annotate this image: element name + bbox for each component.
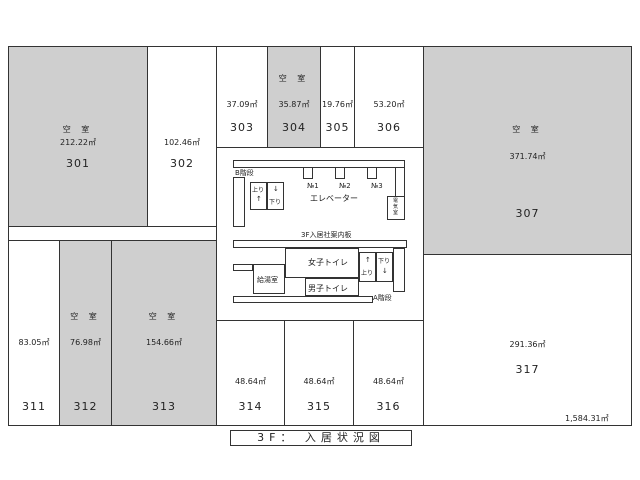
b-stairs-label: B階段: [235, 169, 254, 177]
room-304-status: 空 室: [278, 74, 310, 83]
room-314[interactable]: 48.64㎡ 314: [216, 320, 285, 426]
electrical-room-label: 電気室: [393, 198, 399, 216]
elevator-shaft-1: [303, 167, 313, 179]
room-301[interactable]: 空 室 212.22㎡ 301: [8, 46, 148, 227]
room-302-number: 302: [170, 157, 194, 170]
room-311-number: 311: [22, 400, 46, 413]
kitchenette: 給湯室: [253, 264, 285, 294]
room-302[interactable]: 102.46㎡ 302: [147, 46, 217, 227]
a-stairs-down-text: 下り: [378, 258, 391, 265]
room-304-number: 304: [282, 121, 306, 134]
elevator-shaft-3: [367, 167, 377, 179]
service-block-bottom: [233, 296, 373, 303]
room-306-area: 53.20㎡: [373, 100, 405, 109]
room-316-number: 316: [376, 400, 401, 413]
room-307[interactable]: 空 室 371.74㎡ 307: [423, 46, 632, 255]
room-312[interactable]: 空 室 76.98㎡ 312: [59, 240, 112, 426]
service-block-top: [233, 240, 407, 248]
room-313[interactable]: 空 室 154.66㎡ 313: [111, 240, 217, 426]
core-east-wall: [395, 167, 405, 197]
a-stairs-wall: [393, 248, 405, 292]
room-314-number: 314: [238, 400, 263, 413]
room-305-number: 305: [325, 121, 350, 134]
room-315-area: 48.64㎡: [303, 377, 335, 386]
room-316[interactable]: 48.64㎡ 316: [353, 320, 424, 426]
room-313-number: 313: [152, 400, 176, 413]
central-core: №1 №2 №3 エレベーター B階段 上り ↑ ↓ 下り 電気室 3F入居社案…: [216, 147, 424, 321]
room-307-area: 371.74㎡: [509, 152, 546, 161]
mens-toilet-label: 男子トイレ: [308, 284, 348, 293]
room-317[interactable]: 291.36㎡ 317: [423, 254, 632, 426]
room-303-number: 303: [230, 121, 254, 134]
b-stairs-up-text: 上り: [252, 187, 265, 194]
b-stairs-up: 上り ↑: [250, 182, 267, 210]
room-305[interactable]: 19.76㎡ 305: [320, 46, 355, 148]
room-306-number: 306: [377, 121, 401, 134]
directory-label: 3F入居社案内板: [301, 231, 352, 239]
room-301-status: 空 室: [62, 125, 94, 134]
drawing-caption: 3F： 入居状況図: [230, 430, 412, 446]
a-stairs-up-text: 上り: [361, 270, 374, 277]
b-stairs-down-arrow: ↓: [273, 185, 279, 193]
room-312-area: 76.98㎡: [70, 338, 101, 347]
kitchen-counter: [233, 264, 253, 271]
elevator-shaft-2: [335, 167, 345, 179]
room-301-area: 212.22㎡: [60, 138, 96, 147]
b-stairs-up-arrow: ↑: [256, 195, 262, 203]
room-314-area: 48.64㎡: [235, 377, 266, 386]
room-312-status: 空 室: [70, 312, 101, 321]
room-301-number: 301: [66, 157, 90, 170]
room-317-number: 317: [515, 363, 540, 376]
room-303-area: 37.09㎡: [226, 100, 258, 109]
b-stairs-wall: [233, 177, 245, 227]
room-307-status: 空 室: [512, 125, 543, 134]
elevator-hall-wall: [233, 160, 405, 168]
total-area: 1,584.31㎡: [565, 414, 609, 423]
room-302-area: 102.46㎡: [164, 138, 200, 147]
room-315-number: 315: [307, 400, 331, 413]
elevator-1-label: №1: [307, 182, 319, 190]
elevator-3-label: №3: [371, 182, 383, 190]
corridor-west: [8, 226, 217, 241]
room-304[interactable]: 空 室 35.87㎡ 304: [267, 46, 321, 148]
b-stairs-down: ↓ 下り: [267, 182, 284, 210]
electrical-room: 電気室: [387, 196, 405, 220]
a-stairs-down-arrow: ↓: [382, 267, 388, 275]
room-305-area: 19.76㎡: [322, 100, 353, 109]
room-303[interactable]: 37.09㎡ 303: [216, 46, 268, 148]
b-stairs-down-text: 下り: [269, 199, 282, 206]
mens-toilet: 男子トイレ: [305, 278, 359, 296]
womens-toilet: 女子トイレ: [285, 248, 359, 278]
elevator-2-label: №2: [339, 182, 351, 190]
room-317-area: 291.36㎡: [509, 340, 546, 349]
room-306[interactable]: 53.20㎡ 306: [354, 46, 424, 148]
room-311[interactable]: 83.05㎡ 311: [8, 240, 60, 426]
womens-toilet-label: 女子トイレ: [308, 258, 348, 267]
room-313-area: 154.66㎡: [146, 338, 182, 347]
room-304-area: 35.87㎡: [278, 100, 310, 109]
room-315[interactable]: 48.64㎡ 315: [284, 320, 354, 426]
room-307-number: 307: [515, 207, 540, 220]
kitchenette-label: 給湯室: [257, 276, 278, 284]
a-stairs-up-arrow: ↑: [365, 256, 371, 264]
room-313-status: 空 室: [148, 312, 180, 321]
a-stairs-up: ↑ 上り: [359, 252, 376, 282]
room-312-number: 312: [73, 400, 98, 413]
a-stairs-down: 下り ↓: [376, 252, 393, 282]
room-311-area: 83.05㎡: [18, 338, 50, 347]
elevator-label: エレベーター: [310, 194, 358, 203]
room-316-area: 48.64㎡: [373, 377, 404, 386]
a-stairs-label: A階段: [373, 294, 392, 302]
